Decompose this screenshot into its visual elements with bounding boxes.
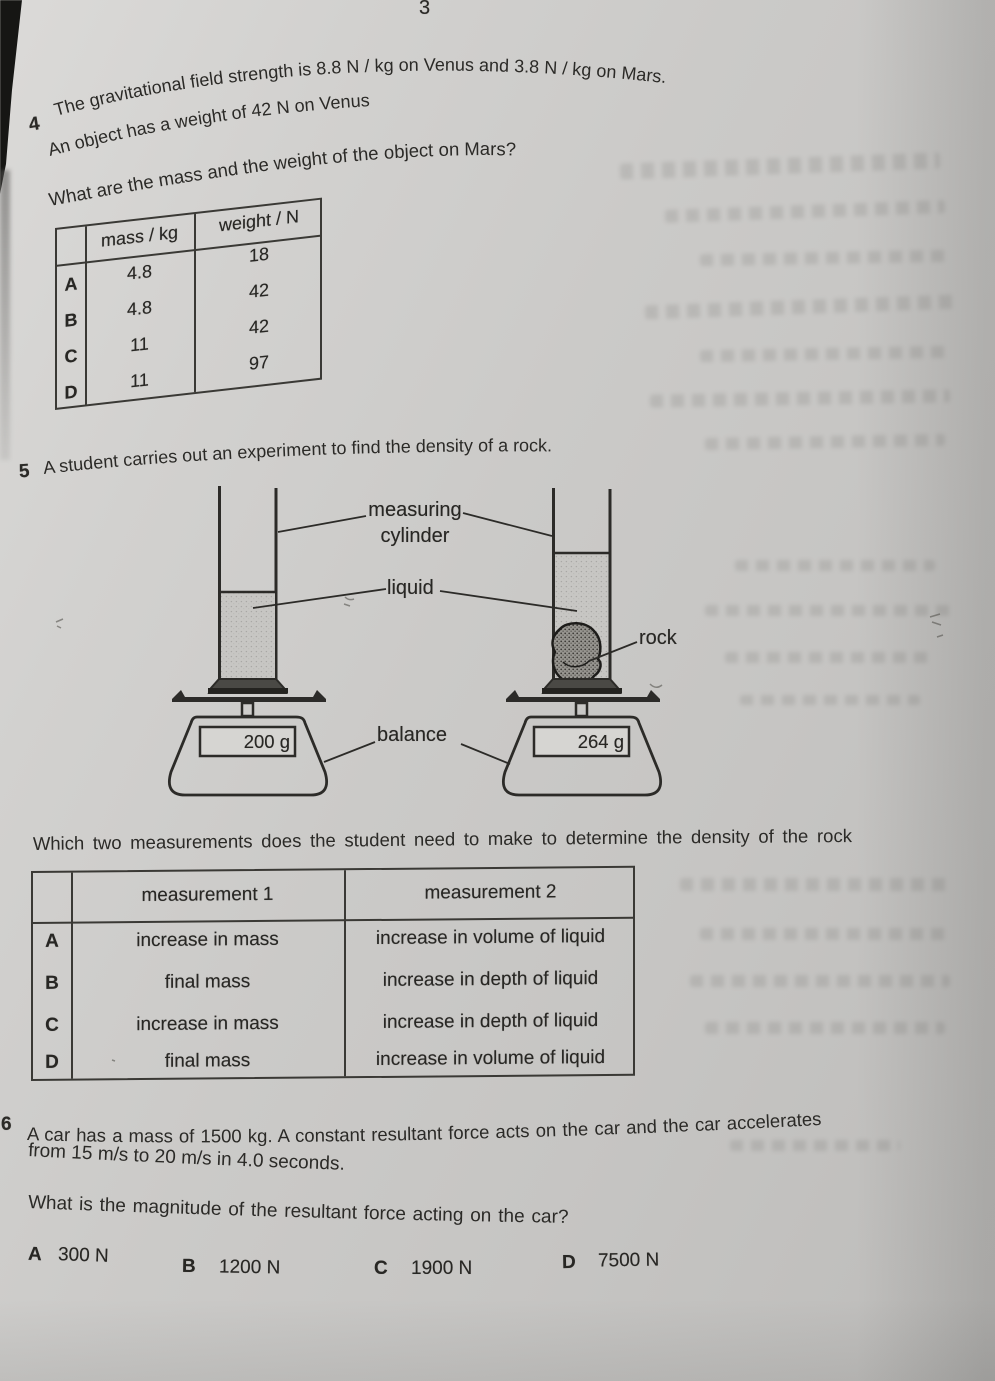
q6-option-c-label: C — [374, 1258, 388, 1279]
bleedthrough-artifact — [725, 652, 935, 663]
q6-option-c-value: 1900 N — [411, 1258, 473, 1279]
leader-measuring-left — [277, 515, 367, 533]
q5-row-d-label: D — [45, 1051, 59, 1073]
q6-option-b-label: B — [181, 1255, 196, 1278]
q4-row-d-mass: 11 — [130, 369, 149, 392]
q5-row-b-label: B — [45, 972, 59, 994]
left-cylinder-base-band — [208, 688, 288, 694]
q5-col2-header: measurement 2 — [424, 881, 557, 904]
rock-detail-line — [562, 659, 591, 668]
left-balance-display — [198, 725, 297, 758]
bleedthrough-artifact — [735, 560, 935, 571]
q5-intro-text: A student carries out an experiment to f… — [42, 435, 552, 478]
q4-line3-text: What are the mass and the weight of the … — [47, 138, 516, 210]
right-balance-platform — [506, 690, 660, 702]
q5-row-d-m1: final mass — [164, 1050, 251, 1072]
right-balance-display — [532, 725, 631, 758]
liquid-label: liquid — [387, 577, 434, 599]
stray-dot-table2 — [111, 1059, 116, 1062]
q4-row-a-label: A — [64, 273, 78, 295]
rock-blob — [551, 622, 602, 686]
bleedthrough-artifact — [700, 928, 950, 940]
stray-mark-center — [343, 596, 355, 607]
q6-line1: A car has a mass of 1500 kg. A constant … — [27, 1108, 822, 1146]
leader-balance-left — [323, 741, 376, 763]
q5-row-b-m2: increase in depth of liquid — [382, 968, 599, 991]
q4-col1-header: mass / kg — [100, 221, 179, 251]
q5-intro: A student carries out an experiment to f… — [42, 435, 552, 478]
right-cylinder-group — [501, 488, 663, 797]
bleedthrough-artifact — [705, 1022, 945, 1034]
q5-row-c-label: C — [45, 1014, 59, 1036]
q4-row-d-label: D — [64, 381, 78, 403]
left-balance-platform — [172, 690, 326, 702]
left-balance-stem — [240, 701, 255, 718]
leader-rock — [588, 641, 638, 662]
leader-lines — [252, 512, 638, 765]
q6-option-d-value: 7500 N — [597, 1249, 660, 1272]
q4-row-b-mass: 4.8 — [126, 296, 153, 320]
scan-edge-shadow — [0, 170, 10, 460]
q5-row-a-m2: increase in volume of liquid — [375, 925, 606, 949]
q6-option-b-value: 1200 N — [218, 1256, 281, 1279]
left-balance-body — [167, 715, 329, 797]
rock-label: rock — [639, 627, 677, 649]
q5-row-b-m1: final mass — [164, 971, 251, 993]
q4-row-b-label: B — [64, 309, 78, 331]
leader-measuring-right — [462, 512, 553, 537]
q5-table-header-underline — [33, 916, 633, 924]
right-balance-reading: 264 g — [577, 731, 624, 752]
leader-balance-right — [460, 743, 511, 765]
leader-liquid-left — [252, 588, 387, 609]
bleedthrough-artifact — [705, 605, 950, 616]
q6-option-a-label: A — [27, 1243, 43, 1266]
left-liquid-fill — [221, 593, 275, 682]
q4-answer-table: mass / kg weight / N A 4.8 18 B 4.8 42 C… — [55, 197, 322, 410]
q4-row-c-weight: 42 — [248, 315, 270, 338]
q5-row-a-label: A — [45, 930, 59, 952]
q6-question-text: What is the magnitude of the resultant f… — [28, 1192, 569, 1228]
right-balance-body — [501, 715, 663, 797]
q5-col1-header: measurement 1 — [141, 883, 274, 907]
q4-row-d-weight: 97 — [248, 351, 270, 374]
q4-row-b-weight: 42 — [248, 279, 270, 302]
stray-mark-left-margin — [55, 618, 64, 629]
balance-label: balance — [377, 724, 448, 746]
bleedthrough-artifact — [730, 1140, 900, 1151]
q6-line1-text: A car has a mass of 1500 kg. A constant … — [27, 1108, 822, 1146]
right-cylinder-base-band — [542, 688, 622, 694]
q5-row-c-m2: increase in depth of liquid — [382, 1010, 599, 1033]
q6-question: What is the magnitude of the resultant f… — [28, 1192, 569, 1228]
measuring-cylinder-label-line1: measuring — [368, 499, 462, 521]
left-balance-reading: 200 g — [243, 731, 290, 752]
q6-option-a-value: 300 N — [57, 1244, 110, 1267]
q5-row-c-m1: increase in mass — [136, 1012, 279, 1036]
q5-row-a-m1: increase in mass — [136, 928, 279, 952]
q4-line3: What are the mass and the weight of the … — [47, 138, 516, 210]
q6-option-d-label: D — [561, 1251, 576, 1274]
leader-liquid-right — [439, 590, 578, 612]
q4-row-c-label: C — [64, 345, 78, 367]
q4-row-c-mass: 11 — [130, 333, 149, 356]
question-6-number: 6 — [1, 1114, 12, 1135]
stray-mark-right-margin — [929, 613, 944, 638]
stray-mark-squiggle — [649, 683, 663, 688]
measuring-cylinder-label: measuring cylinder — [363, 497, 467, 549]
stray-marks — [55, 596, 944, 1062]
left-cylinder-group — [167, 486, 329, 797]
q5-answer-table: measurement 1 measurement 2 A increase i… — [31, 865, 635, 1081]
bleedthrough-artifact — [680, 878, 950, 891]
right-balance-stem — [574, 701, 589, 718]
bleedthrough-artifact — [740, 695, 920, 705]
q5-row-d-m2: increase in volume of liquid — [375, 1046, 606, 1070]
measuring-cylinder-label-line2: cylinder — [380, 525, 450, 547]
bleedthrough-artifact — [690, 975, 950, 987]
page-number: 3 — [419, 0, 431, 19]
